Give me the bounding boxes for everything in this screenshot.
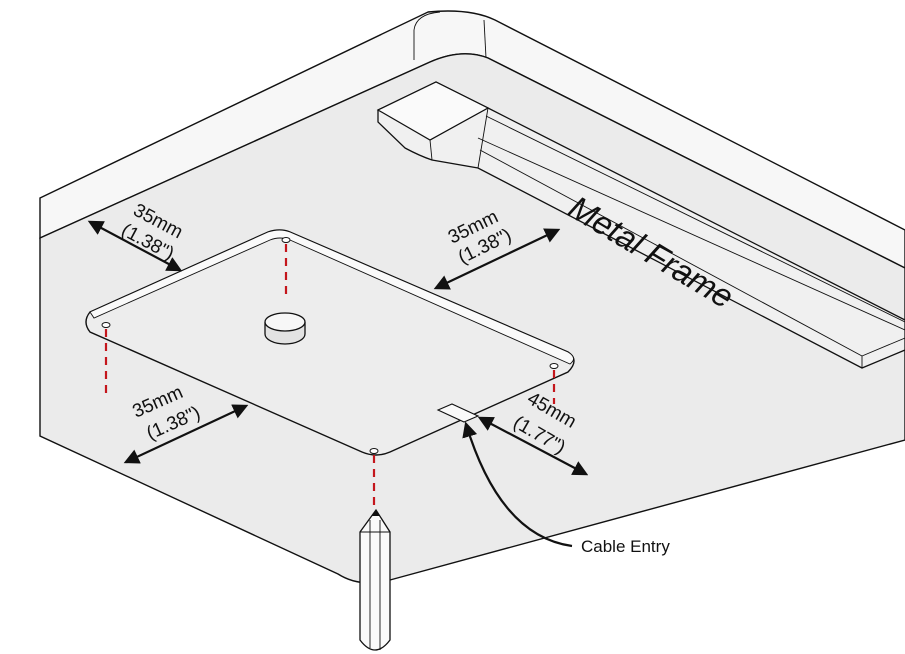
pencil-icon <box>359 508 391 651</box>
metal-frame <box>376 81 905 369</box>
cable-entry-callout: Cable Entry <box>462 421 670 556</box>
drill-lines <box>104 244 556 510</box>
mounting-plate <box>85 229 575 456</box>
screw-hole-bottom <box>369 448 379 454</box>
screw-hole-left <box>101 322 111 328</box>
cable-entry-label: Cable Entry <box>581 537 670 556</box>
cable-entry-slot <box>436 403 480 423</box>
screw-hole-right <box>549 363 559 369</box>
screw-hole-top <box>281 237 291 243</box>
center-knob <box>264 312 306 345</box>
